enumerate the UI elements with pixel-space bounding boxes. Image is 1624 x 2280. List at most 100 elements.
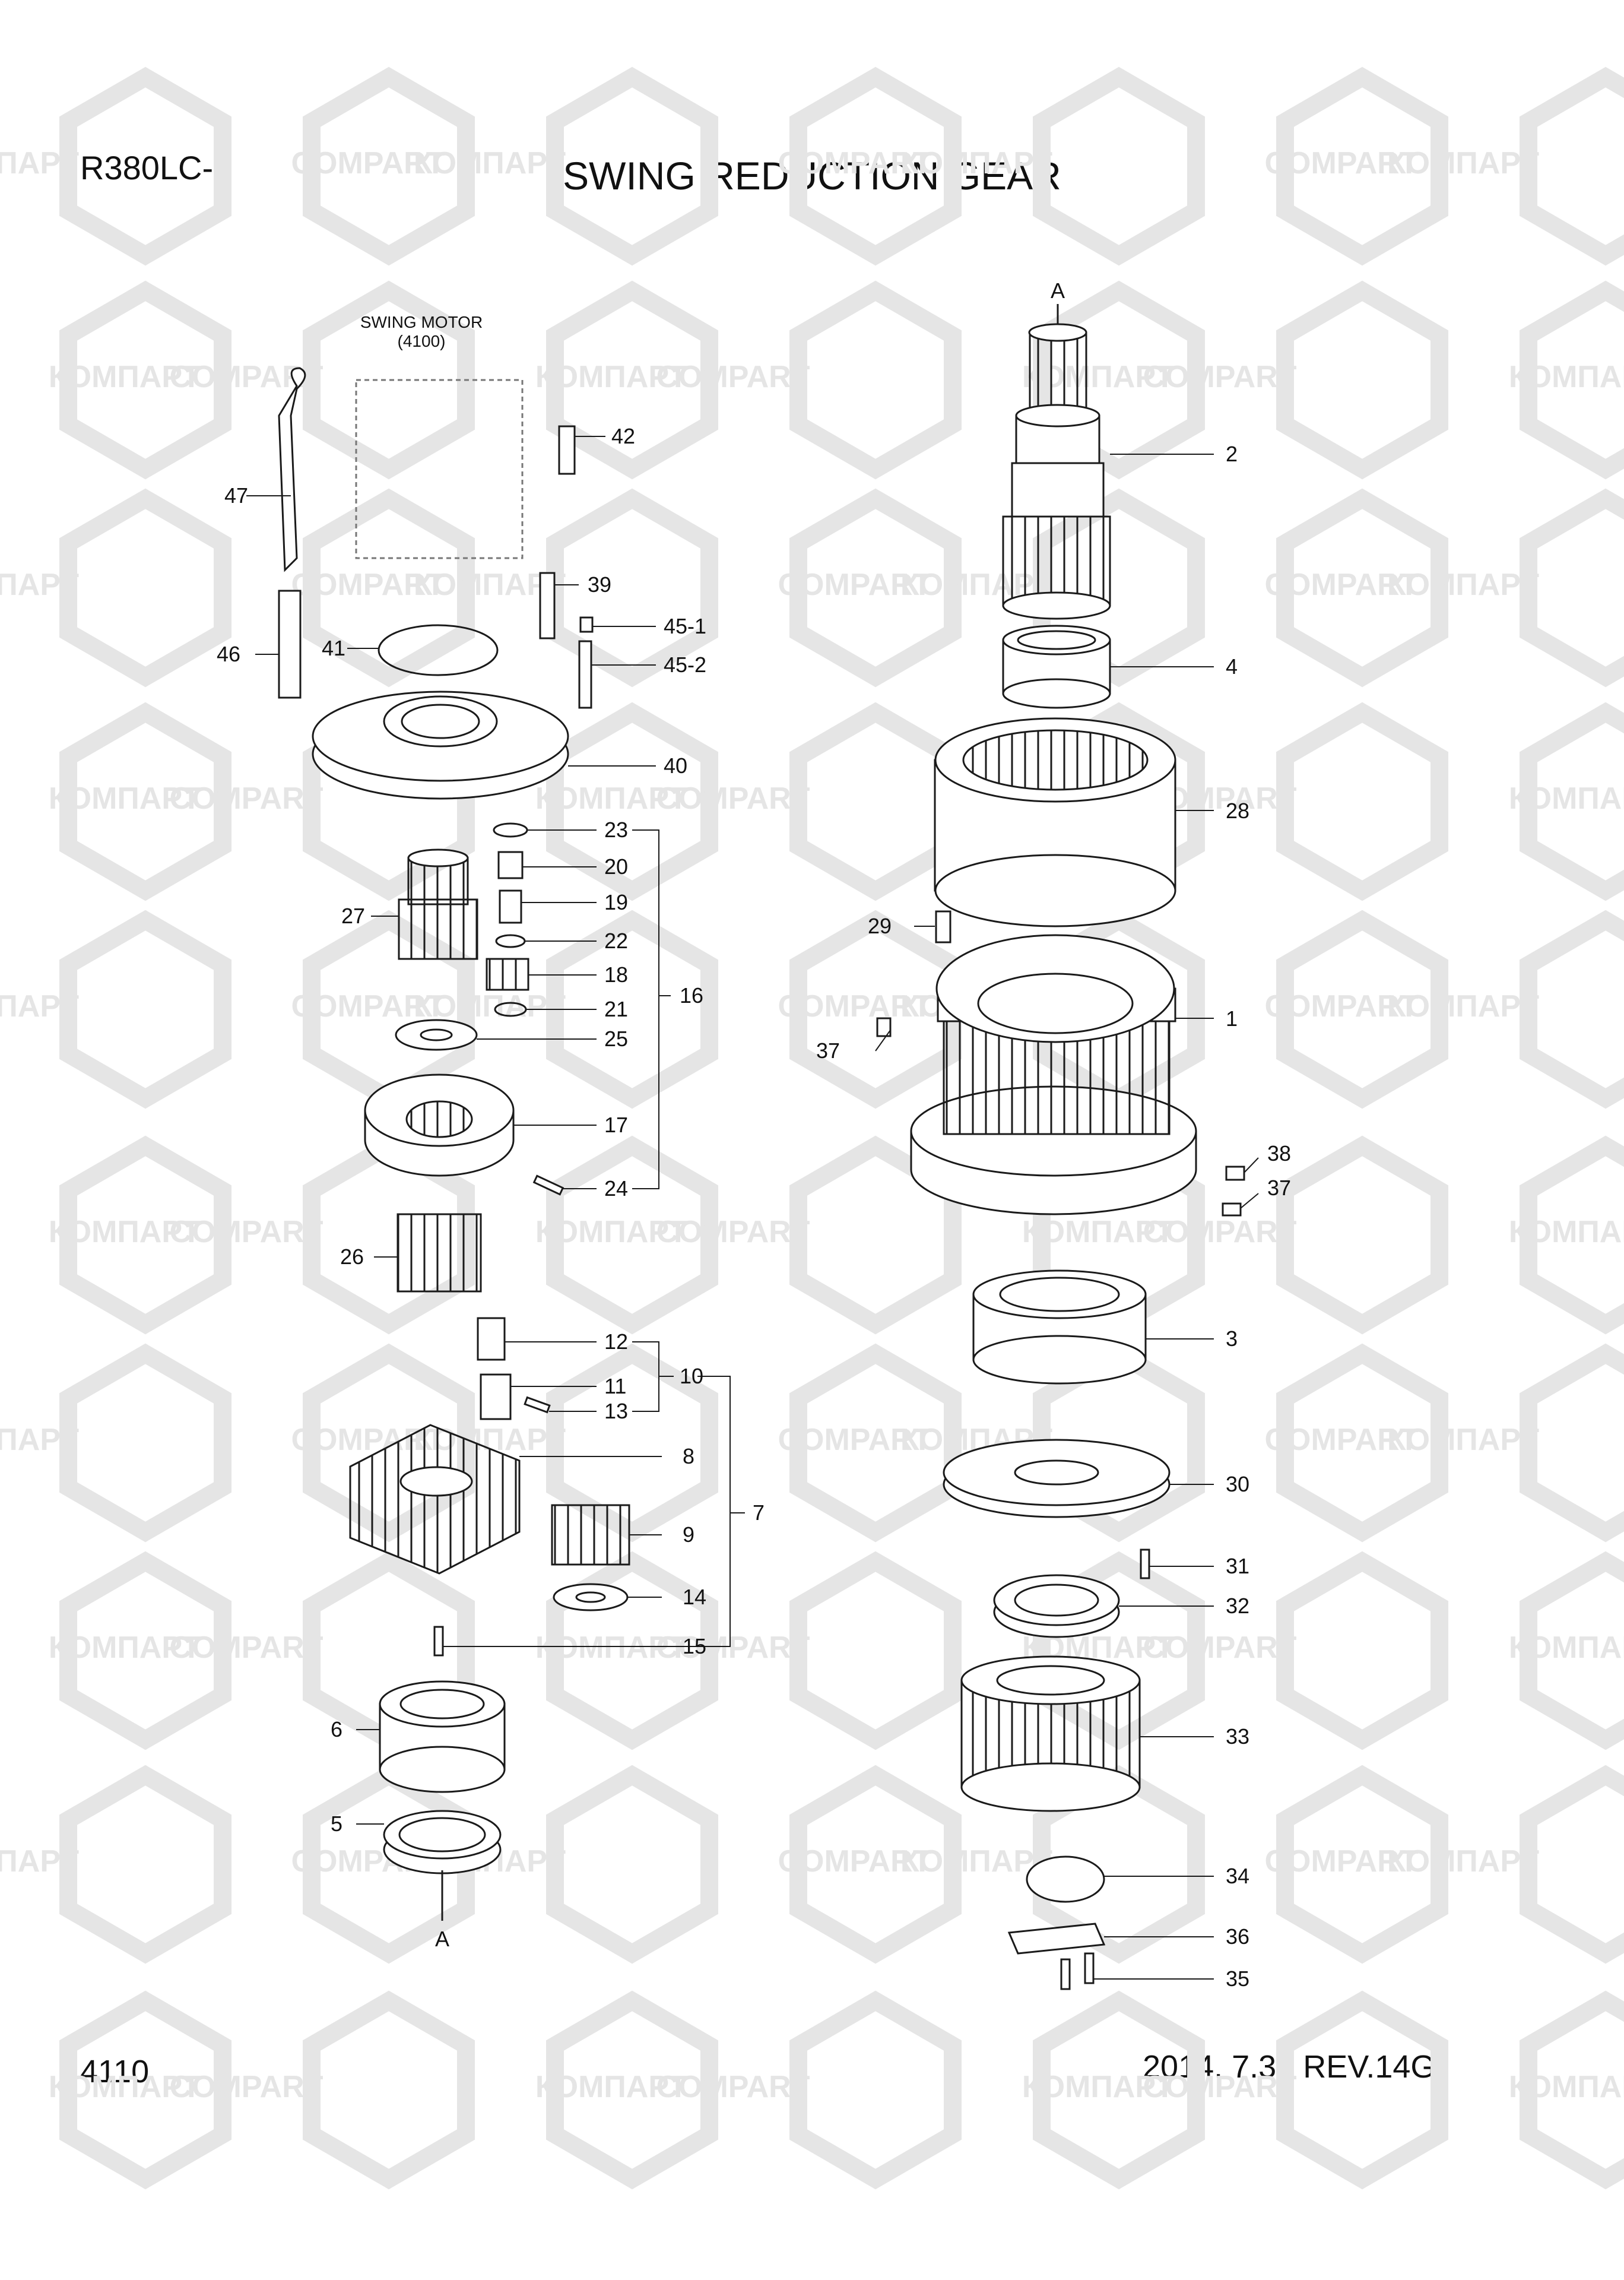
part-36-lock-plate (1007, 1923, 1106, 1955)
part-22-washer (495, 934, 526, 948)
callout-45-2: 45-2 (664, 653, 706, 677)
callout-31: 31 (1226, 1554, 1249, 1578)
watermark-text: КОМПАРТ (1387, 146, 1539, 180)
watermark-text: COMPART (656, 1630, 810, 1665)
callout-20: 20 (604, 854, 628, 879)
watermark-text: КОМПАРТ (535, 2070, 687, 2104)
watermark-text: COMPART (291, 146, 445, 180)
watermark-hexagon (59, 702, 231, 901)
watermark-hexagon (59, 488, 231, 688)
swing-motor-label: SWING MOTOR (360, 313, 483, 331)
watermark-hexagon (1520, 488, 1624, 688)
callout-21: 21 (604, 997, 628, 1021)
watermark-text: КОМПАРТ (0, 989, 79, 1024)
part-32-seal (993, 1574, 1120, 1638)
watermark-text: КОМПАРТ (1387, 568, 1539, 602)
part-45-1-plug (579, 616, 594, 633)
callout-2: 2 (1226, 442, 1238, 466)
swing-motor-ref: (4100) (398, 332, 446, 350)
watermark-text: COMPART (778, 1423, 931, 1457)
watermark-text: КОМПАРТ (535, 360, 687, 394)
watermark-text: КОМПАРТ (0, 1844, 79, 1879)
watermark-text: COMPART (1264, 568, 1418, 602)
watermark-text: КОМПАРТ (1509, 1630, 1624, 1665)
watermark-hexagon (1033, 66, 1205, 266)
callout-29: 29 (868, 914, 892, 938)
watermark-hexagon (1276, 1990, 1448, 2190)
callout-13: 13 (604, 1399, 628, 1423)
watermark-hexagon (789, 702, 962, 901)
callout-45-1: 45-1 (664, 614, 706, 638)
watermark-text: COMPART (1264, 1423, 1418, 1457)
part-6-bearing (379, 1680, 506, 1793)
watermark-hexagon (546, 910, 718, 1109)
watermark-text: COMPART (656, 781, 810, 816)
callout-10: 10 (680, 1364, 703, 1388)
part-37-plug-right (1222, 1202, 1242, 1217)
callout-27: 27 (341, 904, 365, 928)
watermark-hexagon (1520, 1343, 1624, 1543)
part-14-thrust-washer (553, 1583, 629, 1611)
watermark-hexagon (546, 1551, 718, 1750)
watermark-text: КОМПАРТ (49, 2070, 201, 2104)
part-35-bolt-2 (1084, 1952, 1095, 1984)
part-12-shaft (477, 1317, 506, 1361)
part-19-shaft (499, 889, 522, 924)
part-47-level-gauge (278, 367, 306, 572)
part-5-seal-ring (383, 1810, 502, 1874)
part-45-2-pin (578, 640, 592, 709)
callout-5: 5 (331, 1812, 342, 1836)
watermark-hexagon (546, 1990, 718, 2190)
watermark-hexagon (1520, 1990, 1624, 2190)
callout-41: 41 (322, 636, 345, 660)
watermark-hexagon (1276, 1343, 1448, 1543)
watermark-text: COMPART (169, 2070, 323, 2104)
watermark-hexagon (59, 1551, 231, 1750)
callout-17: 17 (604, 1113, 628, 1137)
watermark-text: КОМПАРТ (49, 1630, 201, 1665)
watermark-hexagon (1520, 66, 1624, 266)
watermark-hexagon (1520, 1551, 1624, 1750)
watermark-text: КОМПАРТ (49, 781, 201, 816)
part-4-collar (1002, 625, 1111, 709)
watermark-hexagon (789, 66, 962, 266)
part-40-cover (312, 691, 569, 800)
watermark-hexagon (59, 1765, 231, 1964)
callout-40: 40 (664, 753, 687, 778)
callout-24: 24 (604, 1176, 628, 1201)
watermark-text: КОМПАРТ (1509, 1215, 1624, 1249)
watermark-hexagon (59, 1135, 231, 1335)
watermark-text: КОМПАРТ (1509, 781, 1624, 816)
watermark-hexagon (789, 1765, 962, 1964)
watermark-hexagon (59, 280, 231, 480)
part-2-pinion-shaft (1002, 323, 1111, 620)
part-38-plug (1225, 1166, 1245, 1181)
watermark-text: КОМПАРТ (1387, 1844, 1539, 1879)
watermark-text: COMPART (778, 1844, 931, 1879)
watermark-hexagon (1520, 1765, 1624, 1964)
watermark-hexagon (1276, 280, 1448, 480)
part-15-pin (433, 1626, 444, 1657)
watermark-hexagon (1520, 280, 1624, 480)
watermark-layer: КОМПАРТCOMPARTКОМПАРТCOMPARTКОМПАРТCOMPA… (0, 66, 1624, 2190)
callout-33: 33 (1226, 1724, 1249, 1749)
callout-4: 4 (1226, 654, 1238, 679)
callout-18: 18 (604, 962, 628, 987)
callout-36: 36 (1226, 1924, 1249, 1949)
watermark-text: КОМПАРТ (1387, 989, 1539, 1024)
part-8-carrier (349, 1424, 521, 1575)
watermark-hexagon (59, 66, 231, 266)
callout-39: 39 (588, 572, 611, 597)
watermark-hexagon (303, 488, 475, 688)
part-37-plug-left (876, 1017, 892, 1037)
callout-14: 14 (683, 1585, 706, 1609)
watermark-text: COMPART (169, 781, 323, 816)
watermark-hexagon (1276, 910, 1448, 1109)
watermark-text: COMPART (1143, 360, 1296, 394)
callout-9: 9 (683, 1522, 694, 1547)
part-1-housing (910, 934, 1197, 1215)
part-23-snap-ring (493, 822, 528, 838)
part-39-bolt (539, 572, 556, 639)
part-41-o-ring (378, 624, 499, 676)
watermark-text: COMPART (1143, 2070, 1296, 2104)
